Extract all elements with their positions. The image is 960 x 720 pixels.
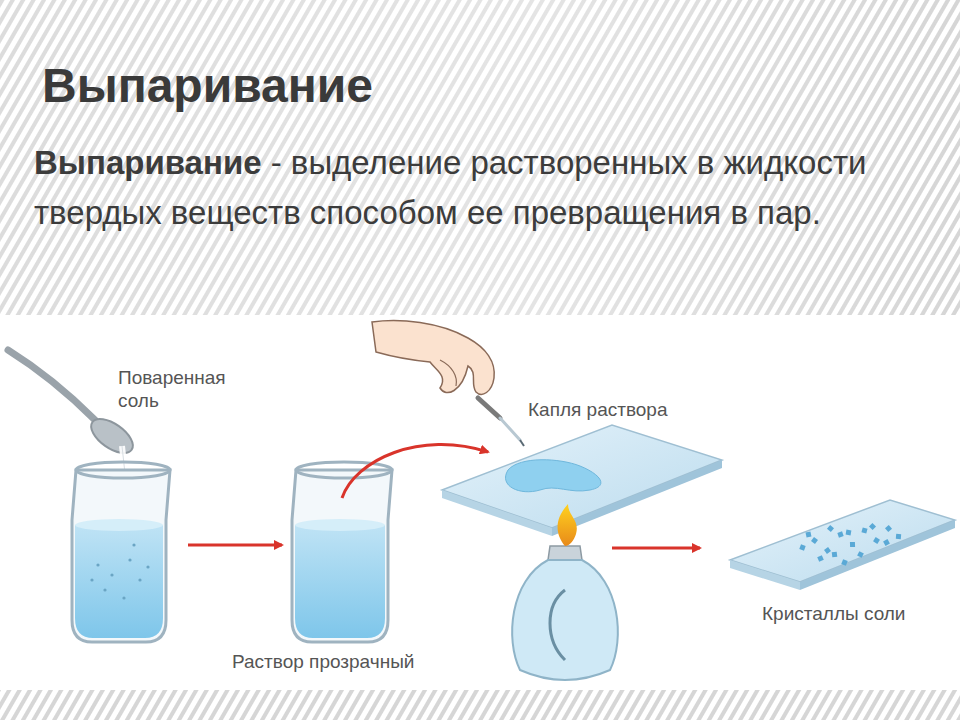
caption-label: Капля раствора <box>528 398 668 421</box>
slide-title: Выпаривание <box>42 58 373 113</box>
caption-label: Поваренная соль <box>118 366 268 412</box>
definition-text: Выпаривание - выделение растворенных в ж… <box>34 138 934 238</box>
caption-label: Кристаллы соли <box>762 602 905 625</box>
caption-label: Раствор прозрачный <box>232 650 414 673</box>
definition-term: Выпаривание <box>34 144 262 181</box>
